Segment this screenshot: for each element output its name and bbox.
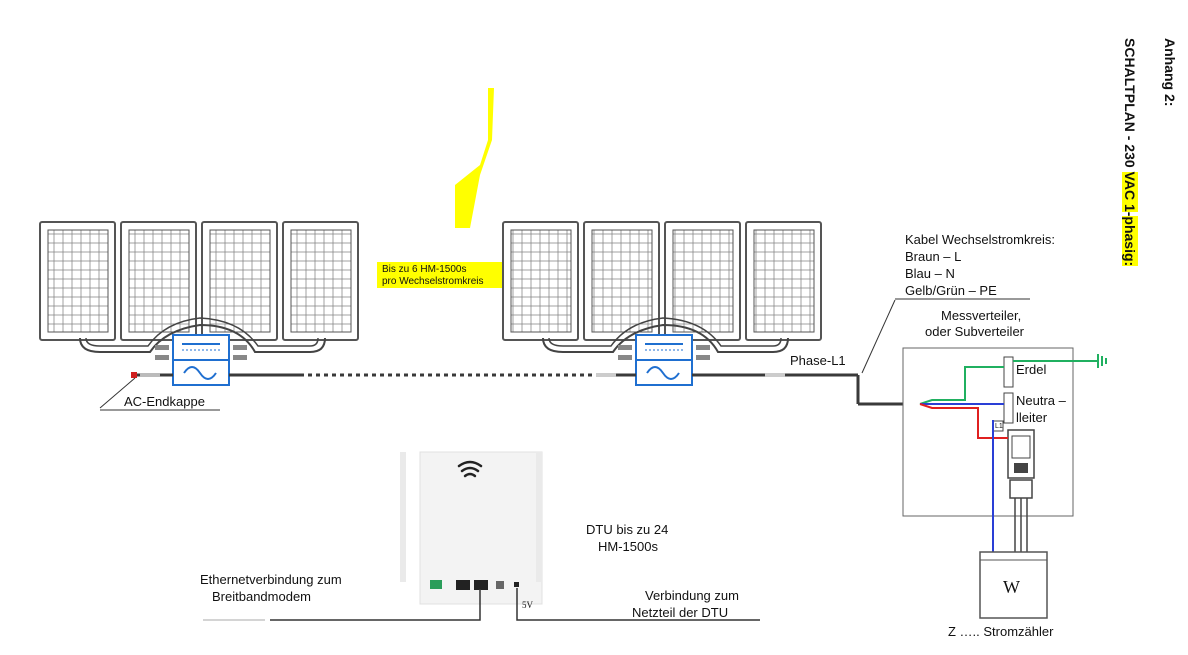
ac-endcap-label: AC-Endkappe	[124, 394, 205, 409]
power-supply-label-line2: Netzteil der DTU	[632, 605, 729, 620]
appendix-title-pre: SCHALTPLAN - 230	[1122, 38, 1138, 172]
ground-icon	[1097, 354, 1107, 368]
dtu-capacity-line1: DTU bis zu 24	[586, 522, 669, 537]
dtu-device	[400, 451, 543, 605]
cable-legend-title: Kabel Wechselstromkreis:	[905, 232, 1056, 247]
neutral-bar-label-line1: Neutra –	[1016, 393, 1066, 408]
phase-label: Phase-L1	[790, 353, 846, 368]
power-cable	[516, 588, 760, 621]
solar-panel-group-right	[502, 221, 822, 353]
meter-caption: Z ….. Stromzähler	[948, 624, 1054, 639]
inverter-count-line2: pro Wechselstromkreis	[382, 276, 484, 287]
ac-trunk-cable	[131, 372, 920, 406]
inverter-right	[618, 334, 710, 386]
neutral-bar-label-line2: lleiter	[1016, 410, 1048, 425]
ethernet-cable	[270, 589, 481, 621]
yellow-marker-stroke	[455, 88, 494, 228]
sub-distribution-box	[902, 347, 1074, 517]
power-supply-label-line1: Verbindung zum	[645, 588, 739, 603]
appendix-title-highlight-1: VAC 1	[1122, 171, 1138, 212]
ac-endkappe-pointer	[99, 377, 136, 409]
ethernet-label-line2: Breitbandmodem	[212, 589, 311, 604]
ground-bar-label: Erdel	[1016, 362, 1047, 377]
meter-w-label: W	[1003, 577, 1020, 597]
conductors	[919, 360, 1098, 560]
dtu-capacity-line2: HM-1500s	[598, 539, 658, 554]
energy-meter	[979, 551, 1048, 619]
inverter-count-line1: Bis zu 6 HM-1500s	[382, 264, 467, 275]
appendix-label: Anhang 2:	[1162, 38, 1178, 107]
breaker-l1-label: L1	[995, 423, 1003, 430]
solar-panel-group-left	[39, 221, 359, 353]
sine-wave-icon	[183, 366, 217, 380]
wifi-icon	[457, 460, 483, 478]
appendix-title-highlight-2: phasig:	[1122, 216, 1138, 267]
ethernet-label-line1: Ethernetverbindung zum	[200, 572, 342, 587]
cable-legend-brown: Braun – L	[905, 249, 962, 264]
sine-wave-icon	[646, 366, 680, 380]
appendix-title: SCHALTPLAN - 230 VAC 1-phasig:	[1122, 38, 1138, 267]
inverter-count-highlight	[377, 262, 502, 288]
inverter-left	[155, 334, 247, 386]
cable-legend-yellow-green: Gelb/Grün – PE	[905, 283, 997, 298]
cable-legend-blue: Blau – N	[905, 266, 955, 281]
dtu-5v-label: 5V	[522, 600, 533, 610]
distribution-label-line1: Messverteiler,	[941, 308, 1022, 323]
distribution-label-line2: oder Subverteiler	[925, 324, 1024, 339]
kabel-pointer	[861, 299, 896, 374]
